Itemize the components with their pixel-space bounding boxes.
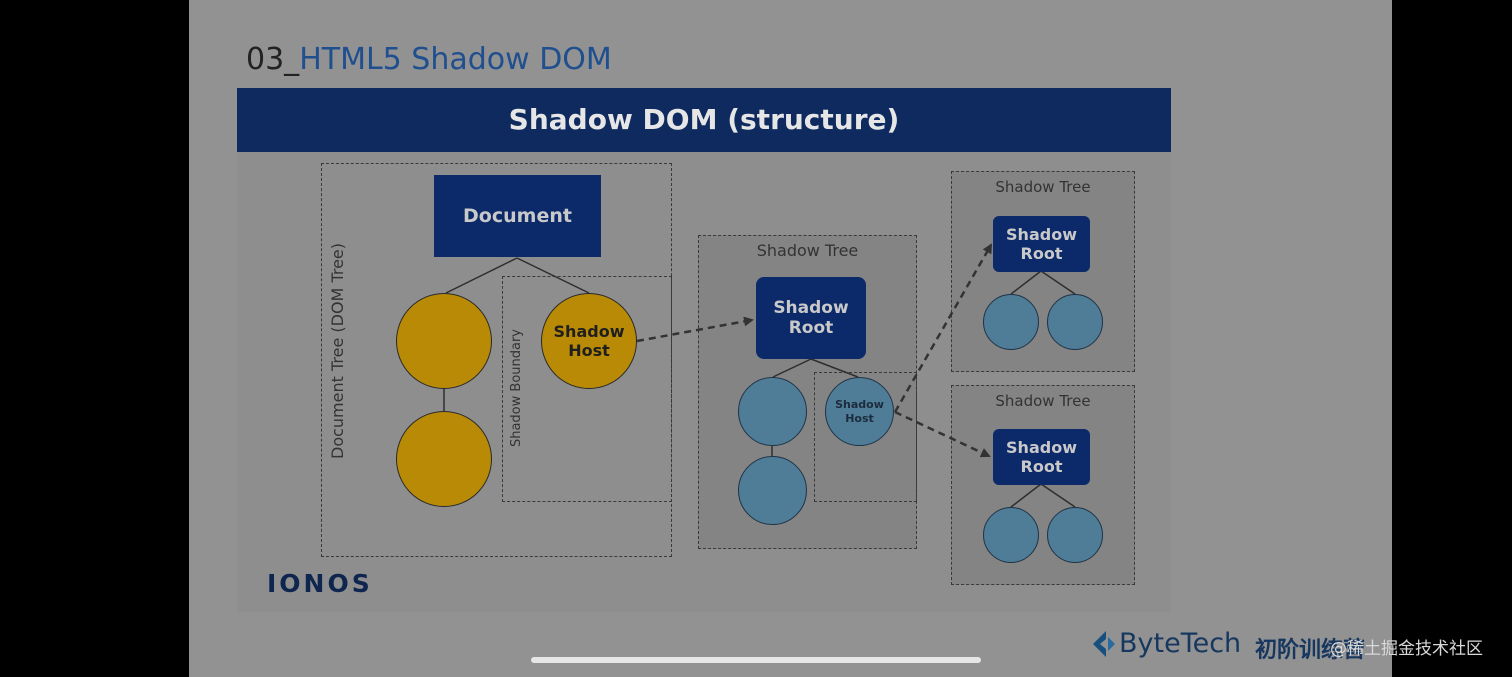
shadow-node-circle (983, 507, 1039, 563)
banner-title: Shadow DOM (structure) (237, 88, 1171, 152)
slide-title: HTML5 Shadow DOM (299, 42, 612, 77)
bytetech-brand: ByteTech (1119, 628, 1242, 659)
shadow-node-circle (1047, 294, 1103, 350)
home-indicator[interactable] (531, 657, 981, 663)
right-bottom-shadow-root: Shadow Root (993, 429, 1090, 485)
shadow-node-circle (738, 377, 807, 446)
shadow-boundary-label: Shadow Boundary (509, 328, 524, 448)
ionos-logo: IONOS (267, 569, 373, 598)
watermark: @稀土掘金技术社区 (1330, 639, 1483, 659)
center-shadow-tree-title: Shadow Tree (756, 241, 859, 260)
shadow-node-circle (1047, 507, 1103, 563)
nested-shadow-host-node: Shadow Host (825, 377, 894, 446)
right-bottom-shadow-tree-title: Shadow Tree (995, 392, 1091, 410)
bytetech-brand-cn: 初阶训练营 (1255, 638, 1366, 663)
right-top-shadow-tree-title: Shadow Tree (995, 178, 1091, 196)
dom-node-circle (396, 411, 492, 507)
right-bottom-shadow-tree-panel: Shadow Tree (951, 385, 1135, 585)
slide-number: 03_ (246, 42, 300, 77)
bytetech-logo-icon (1093, 631, 1115, 657)
shadow-host-node: Shadow Host (541, 293, 637, 389)
right-top-shadow-root: Shadow Root (993, 216, 1090, 272)
center-shadow-root: Shadow Root (756, 277, 866, 359)
slide-heading: 03_HTML5 Shadow DOM (246, 42, 612, 77)
shadow-node-circle (983, 294, 1039, 350)
document-tree-label: Document Tree (DOM Tree) (328, 242, 347, 459)
document-node: Document (434, 175, 601, 257)
shadow-node-circle (738, 456, 807, 525)
dom-node-circle (396, 293, 492, 389)
